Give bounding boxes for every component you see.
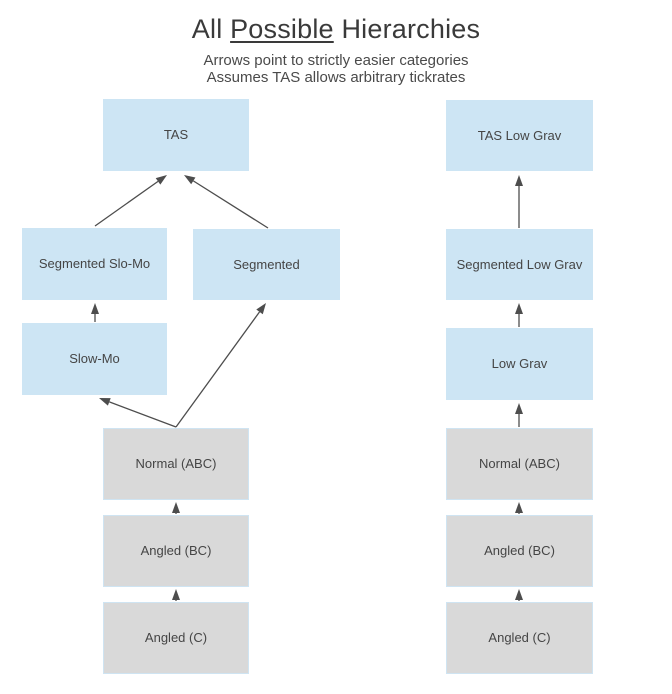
page-title-suffix: Hierarchies <box>333 14 481 44</box>
node-slow-mo[interactable]: Slow-Mo <box>22 323 167 395</box>
edge-normal-abc-left-to-slow-mo <box>99 398 177 428</box>
node-angled-c-right[interactable]: Angled (C) <box>446 602 593 674</box>
node-tas[interactable]: TAS <box>103 99 249 171</box>
arrowhead-icon <box>515 403 523 414</box>
edge-slow-mo-to-segmented-slo-mo <box>91 303 99 322</box>
node-low-grav[interactable]: Low Grav <box>446 328 593 400</box>
edge-shaft <box>94 180 159 227</box>
edge-shaft <box>175 311 261 428</box>
node-segmented-low-grav[interactable]: Segmented Low Grav <box>446 229 593 300</box>
node-label: Segmented <box>233 256 300 272</box>
edge-shaft <box>109 401 177 428</box>
node-segmented[interactable]: Segmented <box>193 229 340 300</box>
node-normal-abc-right[interactable]: Normal (ABC) <box>446 428 593 500</box>
node-label: TAS Low Grav <box>477 127 562 143</box>
subtitle-line-1: Arrows point to strictly easier categori… <box>203 52 469 69</box>
edge-low-grav-to-segmented-low-grav <box>515 303 523 327</box>
node-normal-abc-left[interactable]: Normal (ABC) <box>103 428 249 500</box>
edge-normal-abc-left-to-segmented <box>175 303 266 428</box>
page-title-emphasis: Possible <box>230 14 334 44</box>
node-label: Angled (BC) <box>484 543 555 558</box>
edge-angled-c-left-to-angled-bc-left <box>172 589 180 601</box>
arrowhead-icon <box>515 175 523 186</box>
arrowhead-icon <box>184 175 196 185</box>
arrowhead-icon <box>172 589 180 600</box>
node-label: Angled (C) <box>144 630 208 645</box>
node-label: Segmented Slo-Mo <box>38 256 151 271</box>
arrowhead-icon <box>91 303 99 314</box>
node-label: Normal (ABC) <box>479 456 560 471</box>
node-tas-low-grav[interactable]: TAS Low Grav <box>446 100 593 171</box>
arrowhead-icon <box>256 303 266 315</box>
edge-segmented-to-tas <box>184 175 269 229</box>
arrowhead-icon <box>515 303 523 314</box>
edge-angled-bc-right-to-normal-abc-right <box>515 502 523 514</box>
arrowhead-icon <box>515 502 523 513</box>
edge-segmented-low-grav-to-tas-low-grav <box>515 175 523 228</box>
arrowhead-icon <box>172 502 180 513</box>
node-label: Segmented Low Grav <box>456 256 583 272</box>
node-angled-c-left[interactable]: Angled (C) <box>103 602 249 674</box>
subtitle-line-2: Assumes TAS allows arbitrary tickrates <box>206 69 466 86</box>
node-segmented-slo-mo[interactable]: Segmented Slo-Mo <box>22 228 167 300</box>
arrowhead-icon <box>515 589 523 600</box>
edge-angled-c-right-to-angled-bc-right <box>515 589 523 601</box>
edge-normal-abc-right-to-low-grav <box>515 403 523 427</box>
arrowhead-icon <box>155 175 167 185</box>
node-label: Normal (ABC) <box>135 456 217 471</box>
node-label: Low Grav <box>491 356 548 371</box>
node-angled-bc-right[interactable]: Angled (BC) <box>446 515 593 587</box>
arrowhead-icon <box>99 398 111 406</box>
node-label: TAS <box>163 127 189 142</box>
node-label: Angled (BC) <box>140 543 212 558</box>
node-label: Angled (C) <box>488 630 551 645</box>
page-title: All Possible Hierarchies <box>0 14 672 45</box>
page-title-prefix: All <box>191 14 231 44</box>
edge-shaft <box>192 180 269 229</box>
node-label: Slow-Mo <box>69 351 120 366</box>
node-angled-bc-left[interactable]: Angled (BC) <box>103 515 249 587</box>
edge-angled-bc-left-to-normal-abc-left <box>172 502 180 514</box>
edge-segmented-slo-mo-to-tas <box>94 175 167 227</box>
